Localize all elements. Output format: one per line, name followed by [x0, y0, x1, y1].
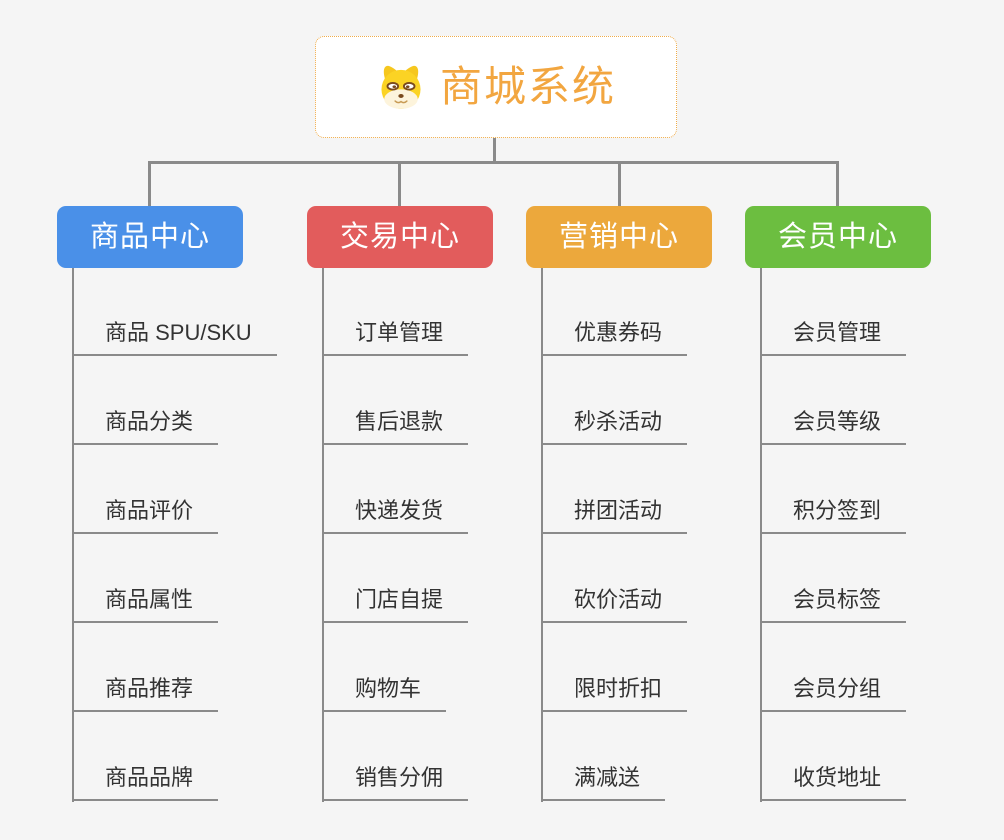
- leaf-node[interactable]: 优惠券码: [541, 318, 688, 356]
- branch-trunk-line: [760, 267, 762, 802]
- connector-bus: [148, 161, 839, 164]
- leaf-node[interactable]: 满减送: [541, 763, 666, 801]
- branch-node-trade-center[interactable]: 交易中心: [307, 206, 493, 268]
- leaf-node[interactable]: 会员分组: [760, 674, 907, 712]
- branch-trunk-line: [541, 267, 543, 802]
- leaf-node[interactable]: 商品品牌: [72, 763, 219, 801]
- connector-drop: [618, 161, 621, 208]
- leaf-node[interactable]: 限时折扣: [541, 674, 688, 712]
- root-title: 商城系统: [439, 63, 616, 110]
- branch-trunk-line: [322, 267, 324, 802]
- leaf-node[interactable]: 积分签到: [760, 496, 907, 534]
- leaf-node[interactable]: 销售分佣: [322, 763, 469, 801]
- leaf-node[interactable]: 商品分类: [72, 407, 219, 445]
- leaf-node[interactable]: 门店自提: [322, 585, 469, 623]
- leaf-node[interactable]: 商品评价: [72, 496, 219, 534]
- connector-root-stem: [493, 138, 496, 163]
- leaf-node[interactable]: 快递发货: [322, 496, 469, 534]
- branch-node-product-center[interactable]: 商品中心: [57, 206, 243, 268]
- leaf-node[interactable]: 会员管理: [760, 318, 907, 356]
- leaf-node[interactable]: 商品推荐: [72, 674, 219, 712]
- leaf-node[interactable]: 会员等级: [760, 407, 907, 445]
- branch-trunk-line: [72, 267, 74, 802]
- leaf-node[interactable]: 砍价活动: [541, 585, 688, 623]
- shiba-dog-icon: [376, 62, 426, 112]
- branch-node-marketing-center[interactable]: 营销中心: [526, 206, 712, 268]
- connector-drop: [398, 161, 401, 208]
- leaf-node[interactable]: 订单管理: [322, 318, 469, 356]
- leaf-node[interactable]: 拼团活动: [541, 496, 688, 534]
- branch-node-member-center[interactable]: 会员中心: [745, 206, 931, 268]
- leaf-node[interactable]: 商品属性: [72, 585, 219, 623]
- leaf-node[interactable]: 售后退款: [322, 407, 469, 445]
- root-node[interactable]: 商城系统: [315, 36, 677, 138]
- leaf-node[interactable]: 购物车: [322, 674, 447, 712]
- connector-drop: [836, 161, 839, 208]
- leaf-node[interactable]: 会员标签: [760, 585, 907, 623]
- leaf-node[interactable]: 收货地址: [760, 763, 907, 801]
- leaf-node[interactable]: 秒杀活动: [541, 407, 688, 445]
- leaf-node[interactable]: 商品 SPU/SKU: [72, 318, 277, 356]
- connector-drop: [148, 161, 151, 208]
